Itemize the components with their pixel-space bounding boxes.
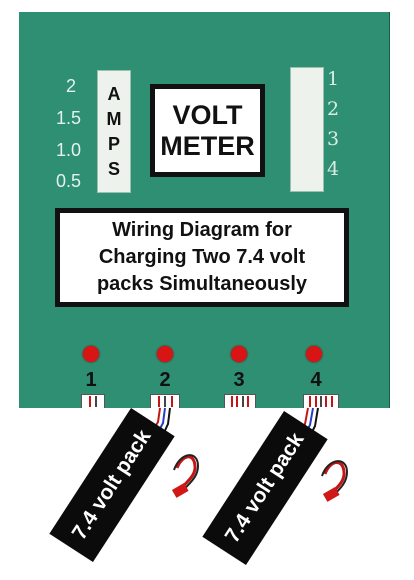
port-scale-1: 1 <box>327 68 340 90</box>
port-2-led <box>157 346 173 362</box>
connector-pin <box>236 396 239 407</box>
port-scale-4: 4 <box>327 158 340 180</box>
connector-pin <box>241 396 244 407</box>
pack-2-main-red-lead <box>323 461 346 495</box>
amps-indicator: A M P S <box>97 70 131 193</box>
connector-pin <box>95 396 98 407</box>
volt-meter-line1: VOLT <box>172 99 243 130</box>
connector-pin <box>325 396 328 407</box>
volt-meter-line2: METER <box>160 130 255 161</box>
port-number-4: 4 <box>310 369 322 391</box>
pack-1-main-black-lead <box>173 454 200 493</box>
port-number-2: 2 <box>159 369 171 391</box>
port-2-connector <box>150 394 180 408</box>
amps-letter-p: P <box>107 133 120 154</box>
connector-pin <box>330 396 333 407</box>
connector-pin <box>247 396 250 407</box>
amps-scale-1-0: 1.0 <box>56 140 82 160</box>
amps-scale-2: 2 <box>66 76 77 96</box>
port-number-1: 1 <box>85 369 97 391</box>
connector-pin <box>230 396 233 407</box>
diagram-title-box: Wiring Diagram for Charging Two 7.4 volt… <box>55 208 349 307</box>
pack-1-main-red-lead <box>175 455 197 491</box>
port-scale-3: 3 <box>327 128 340 150</box>
pack-1-plug-icon <box>171 483 189 498</box>
amps-letter-s: S <box>107 158 120 179</box>
port-1-connector <box>81 394 105 408</box>
port-scale-2: 2 <box>327 98 340 120</box>
port-3-connector <box>224 394 256 408</box>
title-line3: packs Simultaneously <box>96 273 308 295</box>
connector-pin <box>157 396 160 407</box>
amps-letter-m: M <box>106 108 122 129</box>
amps-scale-1-5: 1.5 <box>56 108 82 128</box>
port-number-3: 3 <box>233 369 245 391</box>
port-3-led <box>231 346 247 362</box>
port-4-connector <box>303 394 339 408</box>
connector-pin <box>88 396 91 407</box>
port-indicator <box>290 67 324 192</box>
pack-2-main-black-lead <box>321 460 349 497</box>
volt-meter-display: VOLT METER <box>150 84 265 177</box>
amps-scale-0-5: 0.5 <box>56 171 82 191</box>
connector-pin <box>314 396 317 407</box>
connector-pin <box>164 396 166 407</box>
amps-letter-a: A <box>107 83 121 104</box>
connector-pin <box>309 396 312 407</box>
pack-2-plug-icon <box>322 487 340 502</box>
port-4-led <box>306 346 322 362</box>
title-line2: Charging Two 7.4 volt <box>98 246 306 268</box>
connector-pin <box>319 396 322 407</box>
port-1-led <box>83 346 99 362</box>
title-line1: Wiring Diagram for <box>112 219 292 241</box>
connector-pin <box>170 396 173 407</box>
